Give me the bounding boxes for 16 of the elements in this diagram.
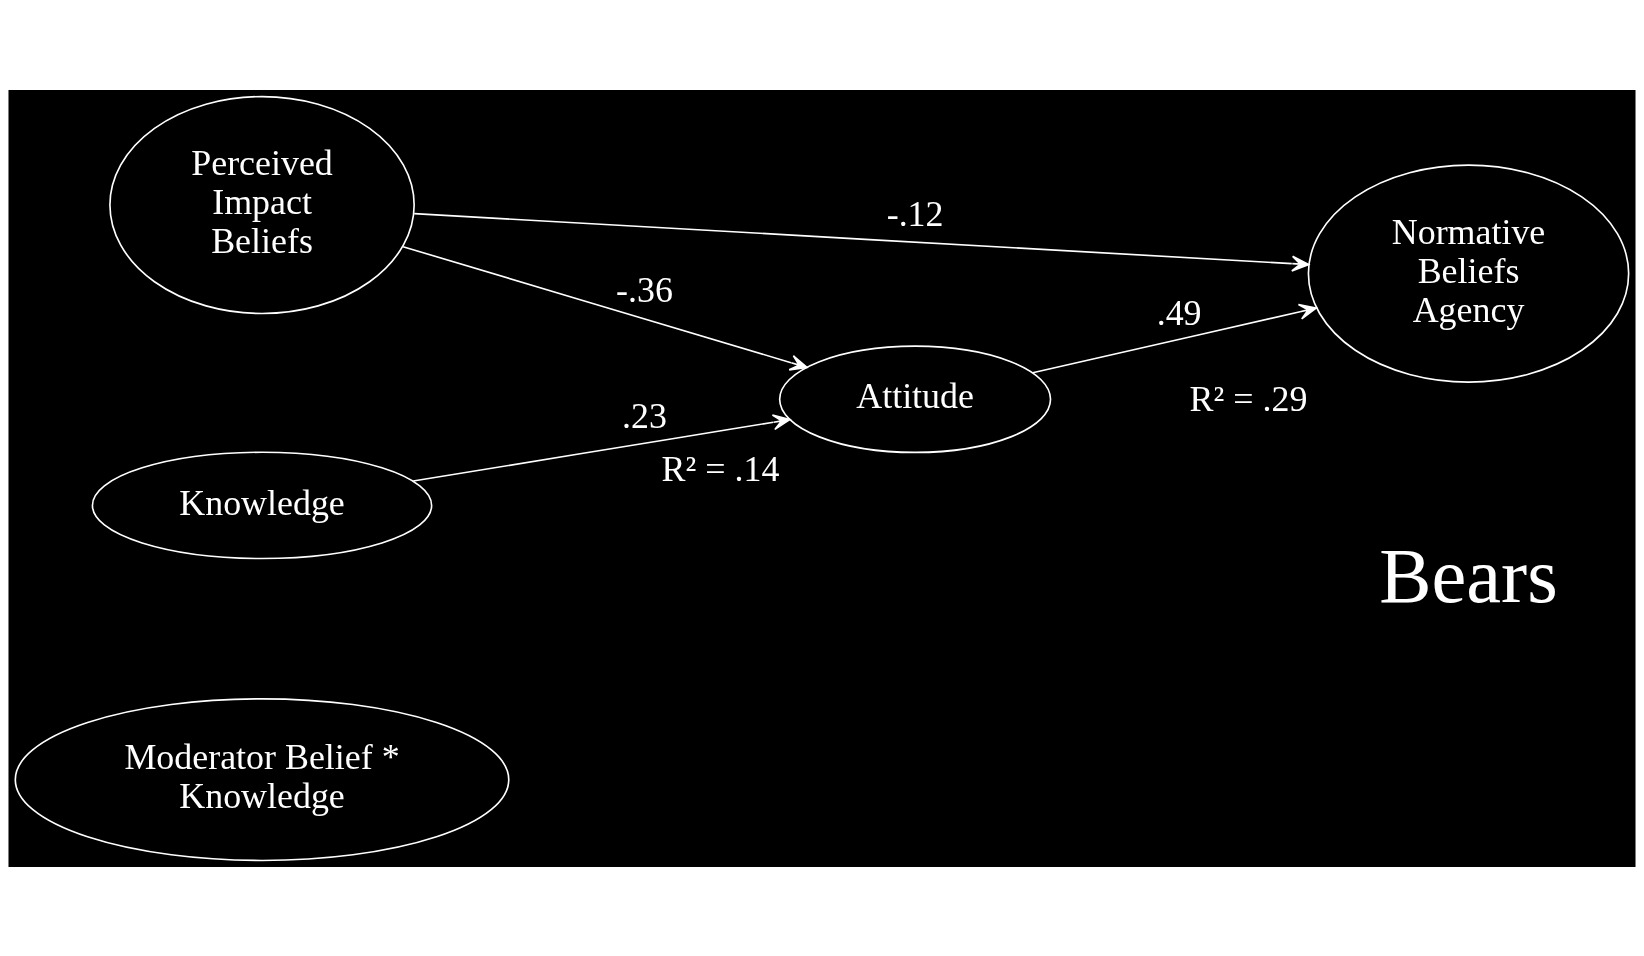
edge-label: -.36 bbox=[616, 269, 673, 310]
node-ellipse: Knowledge bbox=[91, 450, 433, 559]
arrow bbox=[402, 245, 808, 371]
edge-label: .49 bbox=[1156, 292, 1202, 333]
arrow bbox=[413, 212, 1310, 272]
node-ellipse: Perceived Impact Beliefs bbox=[109, 95, 415, 314]
arrow bbox=[1031, 303, 1317, 374]
edge-label: -.12 bbox=[886, 193, 944, 234]
node-ellipse: Normative Beliefs Agency bbox=[1307, 163, 1630, 383]
node-ellipse: Moderator Belief * Knowledge bbox=[14, 697, 510, 861]
arrow bbox=[412, 413, 791, 482]
node-ellipse: Attitude bbox=[778, 344, 1052, 453]
label: Bears bbox=[1379, 531, 1558, 619]
edge-label: .23 bbox=[622, 395, 667, 436]
node-label: R² = .29 bbox=[1189, 378, 1308, 419]
node-label: R² = .14 bbox=[661, 448, 780, 489]
